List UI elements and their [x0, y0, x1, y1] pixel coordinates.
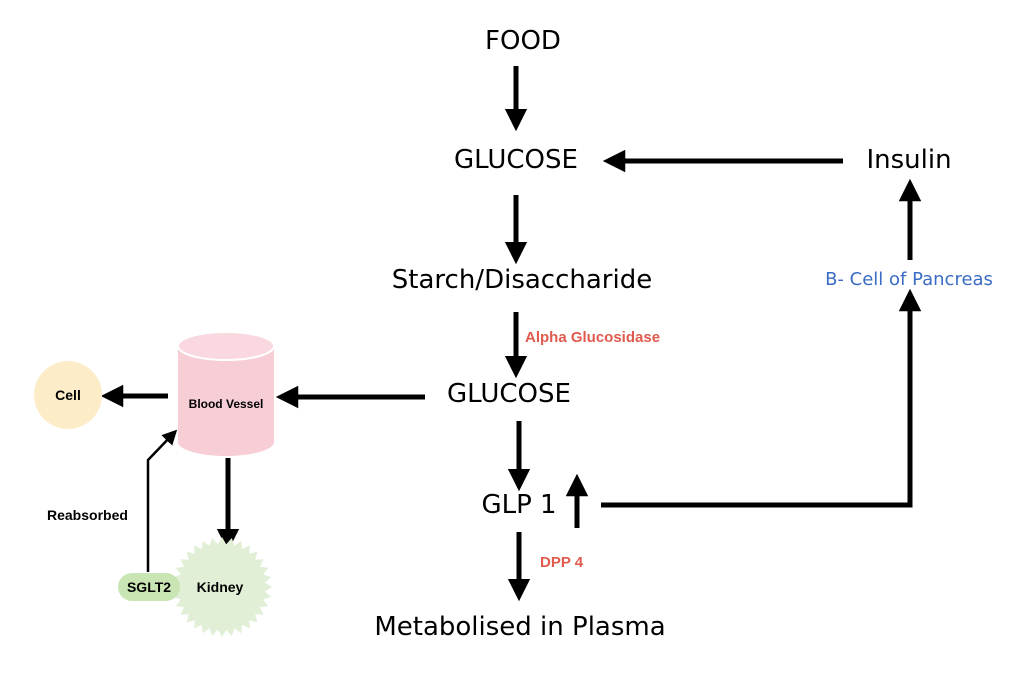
- dpp4-label: DPP 4: [540, 554, 584, 571]
- glp1-label: GLP 1: [481, 490, 557, 520]
- kidney-starburst: [172, 537, 272, 637]
- metabolised-label: Metabolised in Plasma: [374, 612, 666, 642]
- arrow-reabsorbed: [146, 429, 178, 572]
- glucose-mid-label: GLUCOSE: [447, 379, 571, 409]
- food-label: FOOD: [485, 26, 561, 56]
- kidney-label: Kidney: [196, 579, 244, 595]
- glucose-top-label: GLUCOSE: [454, 145, 578, 175]
- blood-vessel-label: Blood Vessel: [188, 397, 264, 411]
- arrow-glp1-to-pancreas: [601, 288, 922, 508]
- cell-label: Cell: [55, 387, 81, 403]
- starch-label: Starch/Disaccharide: [391, 265, 653, 295]
- insulin-label: Insulin: [866, 145, 952, 175]
- blood-vessel-cylinder: [177, 331, 275, 456]
- alpha-glucosidase-label: Alpha Glucosidase: [525, 329, 661, 346]
- reabsorbed-label: Reabsorbed: [47, 507, 128, 523]
- beta-cell-label: B- Cell of Pancreas: [825, 269, 993, 290]
- sglt2-pill: [118, 573, 180, 601]
- cell-circle: [34, 361, 102, 429]
- sglt2-label: SGLT2: [126, 579, 172, 595]
